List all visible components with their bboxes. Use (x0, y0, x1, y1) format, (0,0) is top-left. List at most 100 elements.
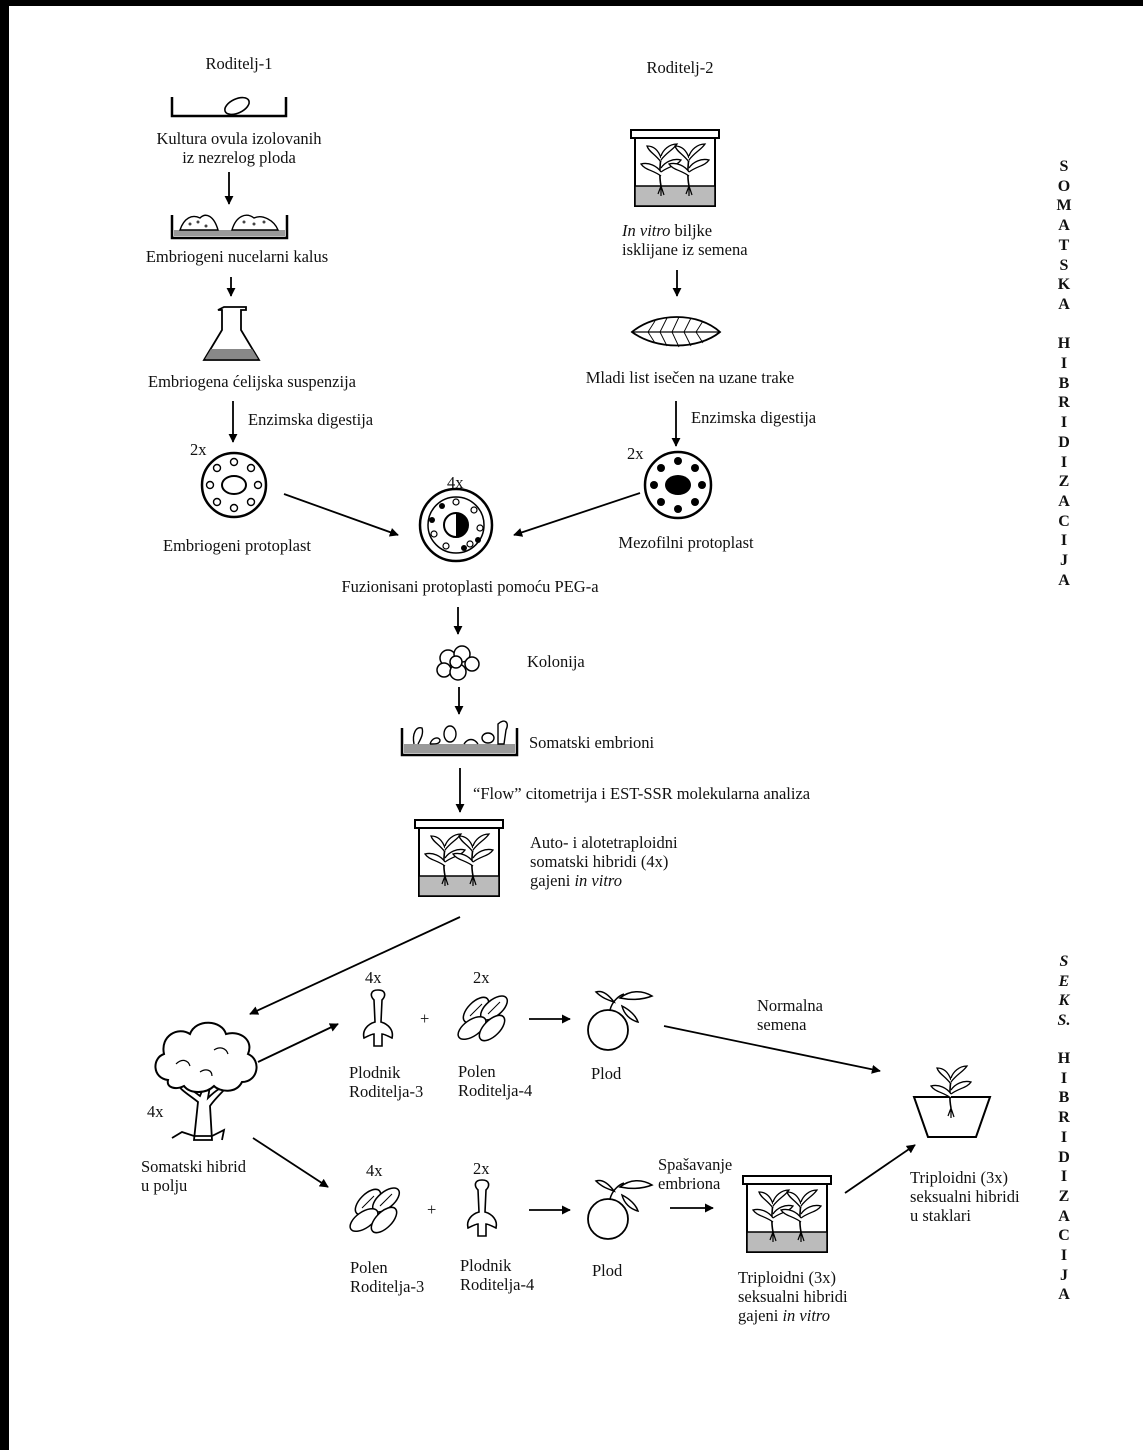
lower-pollen-label-line1: Polen (350, 1258, 388, 1277)
side-letter: J (1060, 1266, 1068, 1284)
tree-icon (154, 1021, 258, 1141)
side-letter: A (1058, 571, 1070, 589)
triploid-invitro-line3-italic: in vitro (782, 1306, 830, 1325)
side-letter: A (1058, 1286, 1070, 1304)
hybrids-line2: somatski hibridi (4x) (530, 852, 669, 871)
fusion-ploidy: 4x (447, 473, 464, 492)
side-letter: I (1060, 1069, 1068, 1087)
side-letter: A (1058, 492, 1070, 510)
side-letter: H (1057, 335, 1071, 353)
parent2-step1-rest: biljke (670, 221, 713, 240)
pollen-icon (453, 990, 513, 1046)
erlenmeyer-flask-icon (202, 306, 261, 361)
parent2-step2: Mladi list isečen na uzane trake (585, 368, 795, 387)
side-letter: K (1057, 276, 1071, 294)
fusion-label: Fuzionisani protoplasti pomoću PEG-a (341, 577, 599, 596)
upper-pollen-ploidy: 2x (473, 968, 490, 987)
parent1-step1-line1: Kultura ovula izolovanih (156, 129, 322, 148)
parent2-digest: Enzimska digestija (691, 408, 817, 427)
parent2-protoplast: Mezofilni protoplast (618, 533, 754, 552)
parent1-title: Roditelj-1 (205, 54, 273, 73)
greenhouse-line3: u staklari (910, 1206, 971, 1225)
triploid-invitro-line3: gajeni in vitro (738, 1306, 830, 1325)
upper-plus: + (420, 1009, 430, 1028)
hybrids-line3-pre: gajeni (530, 871, 575, 890)
side-letter: H (1057, 1050, 1071, 1067)
upper-fruit-label: Plod (591, 1064, 622, 1083)
parent2-ploidy: 2x (627, 444, 644, 463)
upper-pollen-label-line2: Roditelja-4 (458, 1081, 533, 1100)
petri-dish-callus-icon (170, 214, 289, 240)
triploid-invitro-line1: Triploidni (3x) (738, 1268, 836, 1287)
side-letter: A (1058, 295, 1070, 313)
triploid-invitro-line2: seksualni hibridi (738, 1287, 848, 1306)
side-letter: D (1058, 433, 1070, 451)
side-letter: I (1060, 1128, 1068, 1146)
arrow-tree-to-lower (252, 1137, 329, 1188)
side-letter: I (1060, 1168, 1068, 1186)
analysis-label: “Flow” citometrija i EST-SSR molekularna… (473, 784, 811, 803)
parent2-step1-italic: In vitro (622, 221, 671, 240)
parent2-step1-line1: In vitro biljke (622, 221, 712, 240)
side-letter (1054, 315, 1074, 335)
lower-pistil-label-line1: Plodnik (460, 1256, 512, 1275)
arrow-tree-to-upper (257, 1023, 339, 1063)
tree-ploidy: 4x (147, 1102, 164, 1121)
triploid-invitro-line3-pre: gajeni (738, 1306, 783, 1325)
side-letter: J (1060, 552, 1068, 570)
pistil-icon (466, 1179, 498, 1237)
potted-plant-icon (912, 1065, 992, 1138)
arrow-jar-to-greenhouse (844, 1144, 916, 1194)
hybrids-line3: gajeni in vitro (530, 871, 622, 890)
embryos-label: Somatski embrioni (529, 733, 655, 752)
upper-pollen-label-line1: Polen (458, 1062, 496, 1081)
arrow-fruit-to-greenhouse (663, 1025, 881, 1074)
seeds-label-line2: semena (757, 1015, 807, 1034)
mesophyll-protoplast-icon (643, 450, 713, 520)
hybrids-line1: Auto- i alotetraploidni (530, 833, 678, 852)
hybrids-line3-italic: in vitro (574, 871, 622, 890)
side-letter: A (1058, 1207, 1070, 1225)
greenhouse-line2: seksualni hibridi (910, 1187, 1020, 1206)
embryogenic-protoplast-icon (200, 451, 268, 519)
side-letter: B (1058, 374, 1070, 392)
parent1-digest: Enzimska digestija (248, 410, 374, 429)
lower-plus: + (427, 1200, 437, 1219)
side-letter: E (1058, 972, 1070, 990)
upper-pistil-label-line1: Plodnik (349, 1063, 401, 1082)
lower-pollen-ploidy: 4x (366, 1161, 383, 1180)
arrow-hybrids-to-tree (249, 916, 461, 1015)
side-letter: R (1058, 394, 1070, 412)
parent2-title: Roditelj-2 (646, 58, 714, 77)
pollen-icon (345, 1182, 405, 1238)
side-letter: Z (1058, 1187, 1070, 1205)
petri-dish-ovule-icon (170, 96, 288, 118)
side-letter: A (1058, 217, 1070, 235)
rescue-label-line1: Spašavanje (658, 1155, 733, 1174)
leaf-icon (630, 316, 722, 348)
side-letter: I (1060, 453, 1068, 471)
parent1-step2: Embriogeni nucelarni kalus (145, 247, 329, 266)
arrow-p1-to-fusion (283, 493, 399, 537)
fruit-icon (587, 990, 653, 1051)
side-letter: B (1058, 1089, 1070, 1107)
upper-pistil-ploidy: 4x (365, 968, 382, 987)
side-letter: K (1058, 992, 1070, 1010)
tree-label-line2: u polju (141, 1176, 188, 1195)
jar-triploid-icon (743, 1176, 831, 1252)
lower-fruit-label: Plod (592, 1261, 623, 1280)
upper-pistil-label-line2: Roditelja-3 (349, 1082, 424, 1101)
side-letter: C (1058, 1227, 1070, 1245)
lower-pistil-label-line2: Roditelja-4 (460, 1275, 535, 1294)
parent1-step3: Embriogena ćelijska suspenzija (147, 372, 356, 391)
colony-label: Kolonija (527, 652, 585, 671)
side-letter: T (1058, 236, 1070, 254)
side-letter: I (1060, 355, 1068, 373)
seeds-label-line1: Normalna (757, 996, 823, 1015)
parent1-step1-line2: iz nezrelog ploda (182, 148, 296, 167)
side-letter: Z (1058, 473, 1070, 491)
side-letter: S. (1057, 1012, 1071, 1030)
